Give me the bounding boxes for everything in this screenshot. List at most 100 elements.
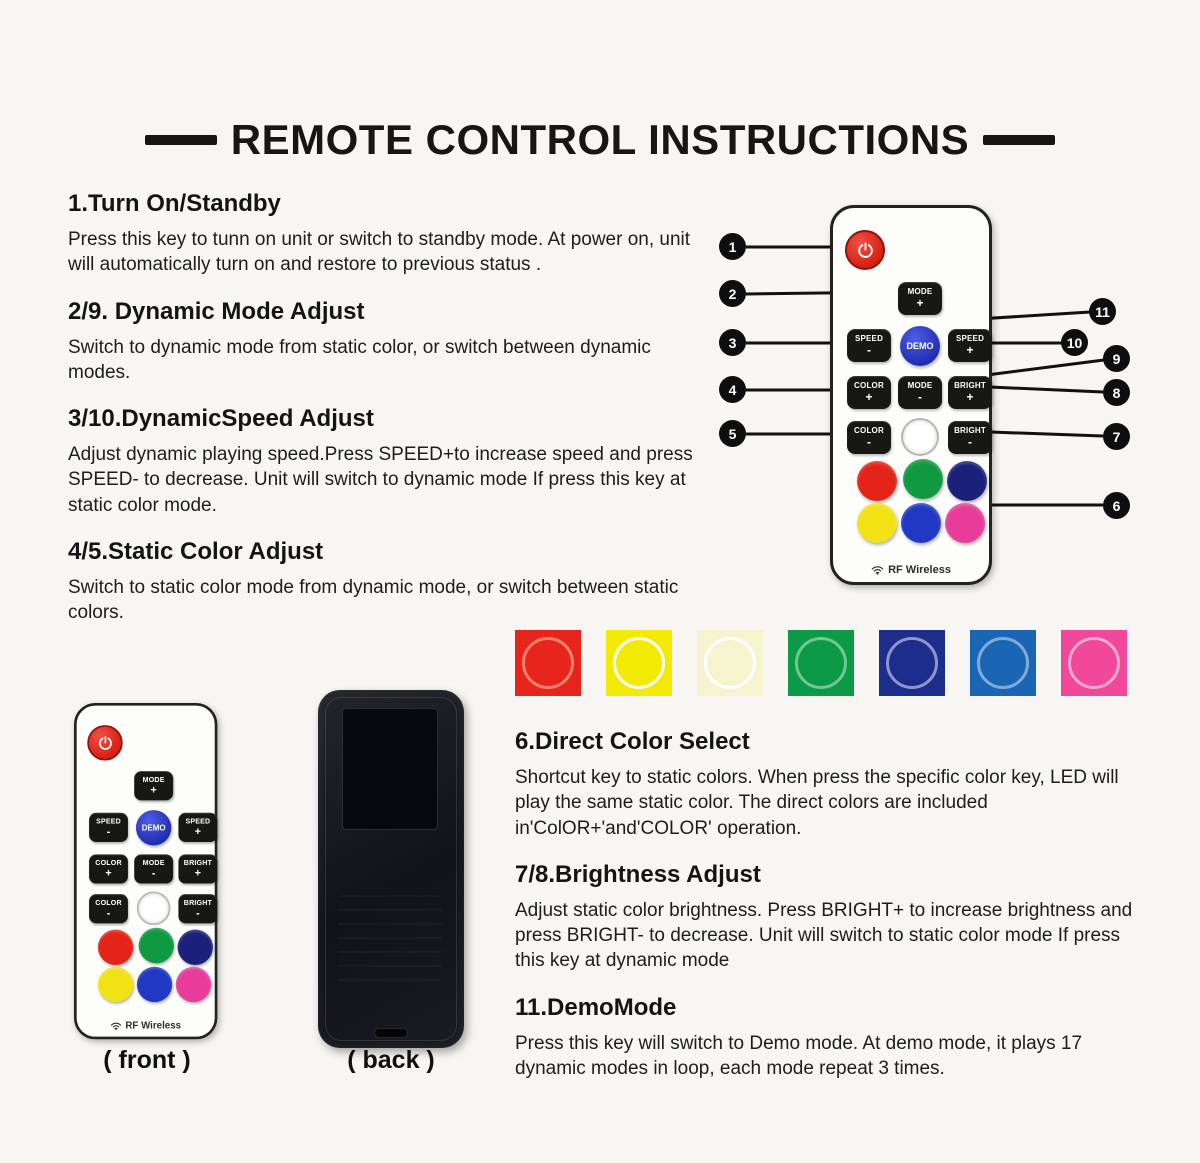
swatch-pink bbox=[1061, 630, 1127, 696]
section-body: Shortcut key to static colors. When pres… bbox=[515, 767, 1119, 839]
bright-minus-button: BRIGHT - bbox=[948, 421, 992, 454]
callout-11: 11 bbox=[1089, 298, 1116, 325]
section-heading: 4/5.Static Color Adjust bbox=[68, 537, 324, 565]
callout-3: 3 bbox=[719, 329, 746, 356]
color-key-navy bbox=[177, 929, 213, 965]
callout-9: 9 bbox=[1103, 345, 1130, 372]
callout-6: 6 bbox=[1103, 492, 1130, 519]
remote-back-photo bbox=[318, 690, 464, 1048]
color-key-green bbox=[903, 459, 943, 499]
speed-plus-button: SPEED + bbox=[178, 812, 218, 842]
color-key-navy bbox=[947, 461, 987, 501]
swatch-red bbox=[515, 630, 581, 696]
color-minus-button: COLOR - bbox=[847, 421, 891, 454]
callout-10: 10 bbox=[1061, 329, 1088, 356]
back-caption: ( back ) bbox=[347, 1046, 435, 1074]
section-body: Switch to dynamic mode from static color… bbox=[68, 336, 651, 383]
color-key-magenta bbox=[175, 966, 212, 1003]
back-top-panel bbox=[342, 708, 438, 830]
section-static-color: 4/5.Static Color Adjust Switch to static… bbox=[68, 538, 708, 626]
color-key-blue bbox=[901, 503, 941, 543]
callout-2: 2 bbox=[719, 280, 746, 307]
color-plus-button: COLOR + bbox=[89, 854, 128, 884]
demo-button: DEMO bbox=[135, 810, 172, 846]
title-dash-left bbox=[144, 135, 217, 145]
section-body: Press this key to tunn on unit or switch… bbox=[68, 229, 691, 276]
swatch-ring bbox=[613, 637, 665, 689]
section-brightness: 7/8.Brightness Adjust Adjust static colo… bbox=[515, 861, 1145, 974]
mode-minus-button: MODE - bbox=[898, 376, 942, 409]
battery-cover-edge bbox=[325, 697, 457, 1041]
mode-plus-button: MODE + bbox=[134, 771, 174, 801]
cover-notch bbox=[374, 1028, 408, 1038]
remote-callout-diagram: MODE + SPEED - DEMO SPEED + COLOR + MODE… bbox=[700, 195, 1170, 607]
brand-label: RF Wireless bbox=[77, 1021, 215, 1031]
section-heading: 7/8.Brightness Adjust bbox=[515, 860, 761, 888]
front-caption: ( front ) bbox=[103, 1046, 191, 1074]
section-demo-mode: 11.DemoMode Press this key will switch t… bbox=[515, 994, 1145, 1082]
white-color-button bbox=[901, 418, 939, 456]
callout-5: 5 bbox=[719, 420, 746, 447]
color-key-magenta bbox=[945, 503, 985, 543]
swatch-warm-white bbox=[697, 630, 763, 696]
color-plus-button: COLOR + bbox=[847, 376, 891, 409]
speed-minus-button: SPEED - bbox=[89, 812, 128, 842]
swatch-ring bbox=[704, 637, 756, 689]
swatch-ring bbox=[886, 637, 938, 689]
color-key-yellow bbox=[97, 966, 134, 1003]
callout-lines bbox=[745, 245, 1105, 507]
mode-minus-button: MODE - bbox=[134, 854, 174, 884]
section-heading: 11.DemoMode bbox=[515, 993, 677, 1021]
color-key-blue bbox=[136, 966, 173, 1003]
wifi-icon bbox=[871, 566, 884, 575]
bright-plus-button: BRIGHT + bbox=[948, 376, 992, 409]
power-button bbox=[87, 725, 123, 761]
swatch-ring bbox=[795, 637, 847, 689]
swatch-navy bbox=[879, 630, 945, 696]
mode-plus-button: MODE + bbox=[898, 282, 942, 315]
section-body: Adjust static color brightness. Press BR… bbox=[515, 899, 1133, 972]
swatch-ring bbox=[977, 637, 1029, 689]
section-heading: 2/9. Dynamic Mode Adjust bbox=[68, 297, 365, 325]
section-turn-on-standby: 1.Turn On/Standby Press this key to tunn… bbox=[68, 190, 708, 278]
left-instructions: 1.Turn On/Standby Press this key to tunn… bbox=[68, 190, 708, 645]
color-key-red bbox=[857, 461, 897, 501]
section-direct-color: 6.Direct Color Select Shortcut key to st… bbox=[515, 728, 1145, 841]
section-heading: 1.Turn On/Standby bbox=[68, 190, 281, 217]
right-instructions: 6.Direct Color Select Shortcut key to st… bbox=[515, 728, 1145, 1101]
power-button bbox=[845, 230, 885, 270]
remote-front-photo: MODE + SPEED - DEMO SPEED + COLOR + MODE… bbox=[74, 703, 218, 1040]
page-title: REMOTE CONTROL INSTRUCTIONS bbox=[230, 116, 970, 163]
swatch-yellow bbox=[606, 630, 672, 696]
title-dash-right bbox=[983, 135, 1056, 145]
speed-minus-button: SPEED - bbox=[847, 329, 891, 362]
section-body: Switch to static color mode from dynamic… bbox=[68, 576, 679, 624]
callout-1: 1 bbox=[719, 233, 746, 260]
color-key-red bbox=[97, 929, 134, 965]
color-key-green bbox=[138, 927, 175, 964]
callout-8: 8 bbox=[1103, 379, 1130, 406]
title-row: REMOTE CONTROL INSTRUCTIONS bbox=[0, 116, 1200, 164]
section-body: Press this key will switch to Demo mode.… bbox=[515, 1032, 1083, 1079]
wifi-icon bbox=[110, 1022, 122, 1031]
white-color-button bbox=[136, 891, 171, 926]
direct-color-swatches bbox=[515, 630, 1127, 696]
section-heading: 6.Direct Color Select bbox=[515, 728, 750, 755]
power-icon bbox=[857, 241, 873, 258]
section-dynamic-mode: 2/9. Dynamic Mode Adjust Switch to dynam… bbox=[68, 298, 708, 386]
swatch-green bbox=[788, 630, 854, 696]
demo-button: DEMO bbox=[900, 326, 940, 366]
color-key-yellow bbox=[857, 503, 897, 543]
swatch-blue bbox=[970, 630, 1036, 696]
brand-label: RF Wireless bbox=[833, 564, 989, 576]
bright-minus-button: BRIGHT - bbox=[178, 894, 218, 924]
color-minus-button: COLOR - bbox=[89, 894, 128, 924]
molded-label-area bbox=[338, 895, 442, 983]
section-dynamic-speed: 3/10.DynamicSpeed Adjust Adjust dynamic … bbox=[68, 405, 708, 518]
bright-plus-button: BRIGHT + bbox=[178, 854, 218, 884]
speed-plus-button: SPEED + bbox=[948, 329, 992, 362]
section-heading: 3/10.DynamicSpeed Adjust bbox=[68, 405, 374, 433]
callout-4: 4 bbox=[719, 376, 746, 403]
swatch-ring bbox=[1068, 637, 1120, 689]
